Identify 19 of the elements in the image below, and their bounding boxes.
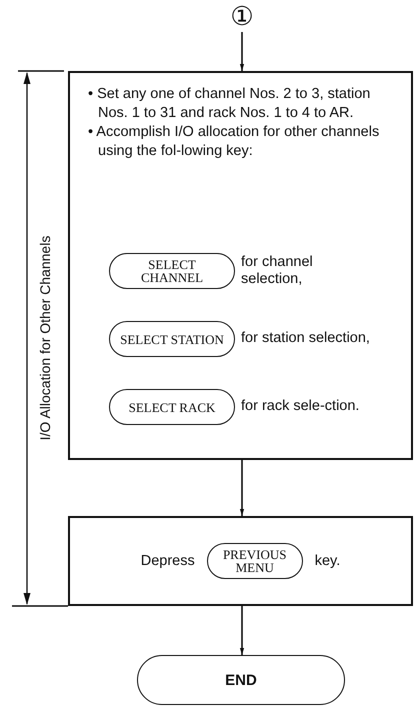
key-symbol: SELECT STATION xyxy=(109,321,235,357)
arrow xyxy=(240,32,244,71)
instruction-text: key. xyxy=(314,553,340,569)
process-box xyxy=(68,516,413,606)
instruction-text: Depress xyxy=(140,553,195,569)
arrow xyxy=(240,606,244,655)
key-symbol: SELECT CHANNEL xyxy=(109,253,235,289)
process-box xyxy=(68,71,413,460)
key-description: for channel selection, xyxy=(241,254,314,288)
dimension-label: I/O Allocation for Other Channels xyxy=(36,234,54,442)
terminator: END xyxy=(137,655,345,705)
arrow xyxy=(240,460,244,516)
instruction-text: • Set any one of channel Nos. 2 to 3, station Nos. 1 to 31 and rack Nos. 1 to 4 to AR. xyxy=(87,85,372,123)
key-description: for rack sele-ction. xyxy=(241,398,360,416)
key-symbol: SELECT RACK xyxy=(109,389,235,425)
instruction-text: • Accomplish I/O allocation for other channels using the fol-lowing key: xyxy=(87,122,380,160)
connector-symbol: ① xyxy=(226,2,258,32)
key-symbol: PREVIOUS MENU xyxy=(206,543,303,579)
key-description: for station selection, xyxy=(241,330,371,348)
